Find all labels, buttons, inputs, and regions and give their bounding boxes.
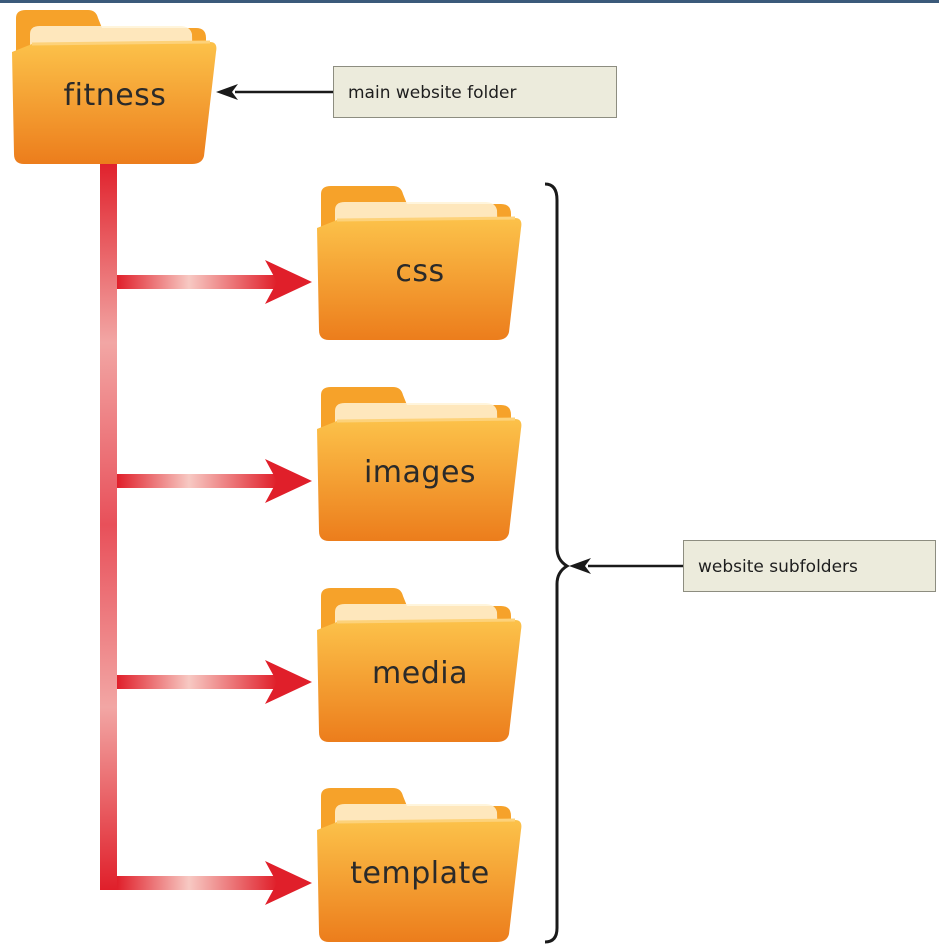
folder-icon	[317, 387, 522, 541]
folder-icon	[317, 588, 522, 742]
folder-label: css	[395, 254, 445, 289]
folder-media[interactable]: media	[315, 586, 525, 746]
top-border	[0, 0, 939, 3]
folder-label: media	[372, 656, 468, 691]
branch-arrow-template	[117, 861, 312, 905]
branch-arrow-images	[117, 459, 312, 503]
subfolder-bracket	[544, 182, 570, 944]
callout-main-folder: main website folder	[333, 66, 617, 118]
folder-label: images	[363, 455, 477, 490]
folder-template[interactable]: template	[315, 786, 525, 946]
folder-icon	[317, 186, 522, 340]
folder-icon	[12, 10, 217, 164]
folder-fitness[interactable]: fitness	[10, 8, 220, 168]
folder-label: template	[350, 856, 490, 891]
branch-arrow-media	[117, 660, 312, 704]
folder-images[interactable]: images	[315, 385, 525, 545]
subfolders-pointer	[569, 558, 683, 574]
folder-icon	[317, 788, 522, 942]
branch-arrow-css	[117, 260, 312, 304]
callout-subfolders: website subfolders	[683, 540, 936, 592]
folder-css[interactable]: css	[315, 184, 525, 344]
folder-label: fitness	[63, 78, 167, 113]
main-folder-pointer	[216, 84, 333, 100]
trunk-line	[100, 160, 117, 890]
